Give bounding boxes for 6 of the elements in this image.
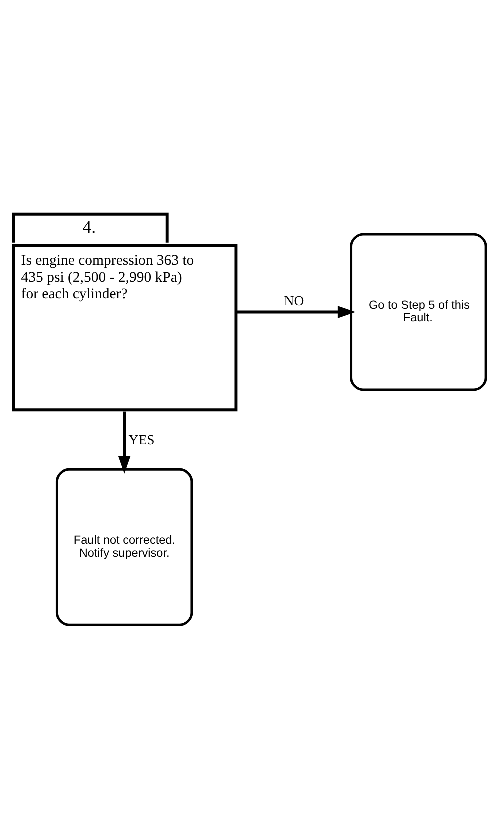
node-box: Fault not corrected. Notify supervisor.: [56, 468, 194, 626]
arrow: [237, 306, 356, 318]
arrow: [118, 412, 131, 474]
node-box: Go to Step 5 of this Fault.: [350, 233, 488, 392]
edge-label: YES: [128, 432, 155, 448]
edge-label: NO: [284, 294, 304, 309]
